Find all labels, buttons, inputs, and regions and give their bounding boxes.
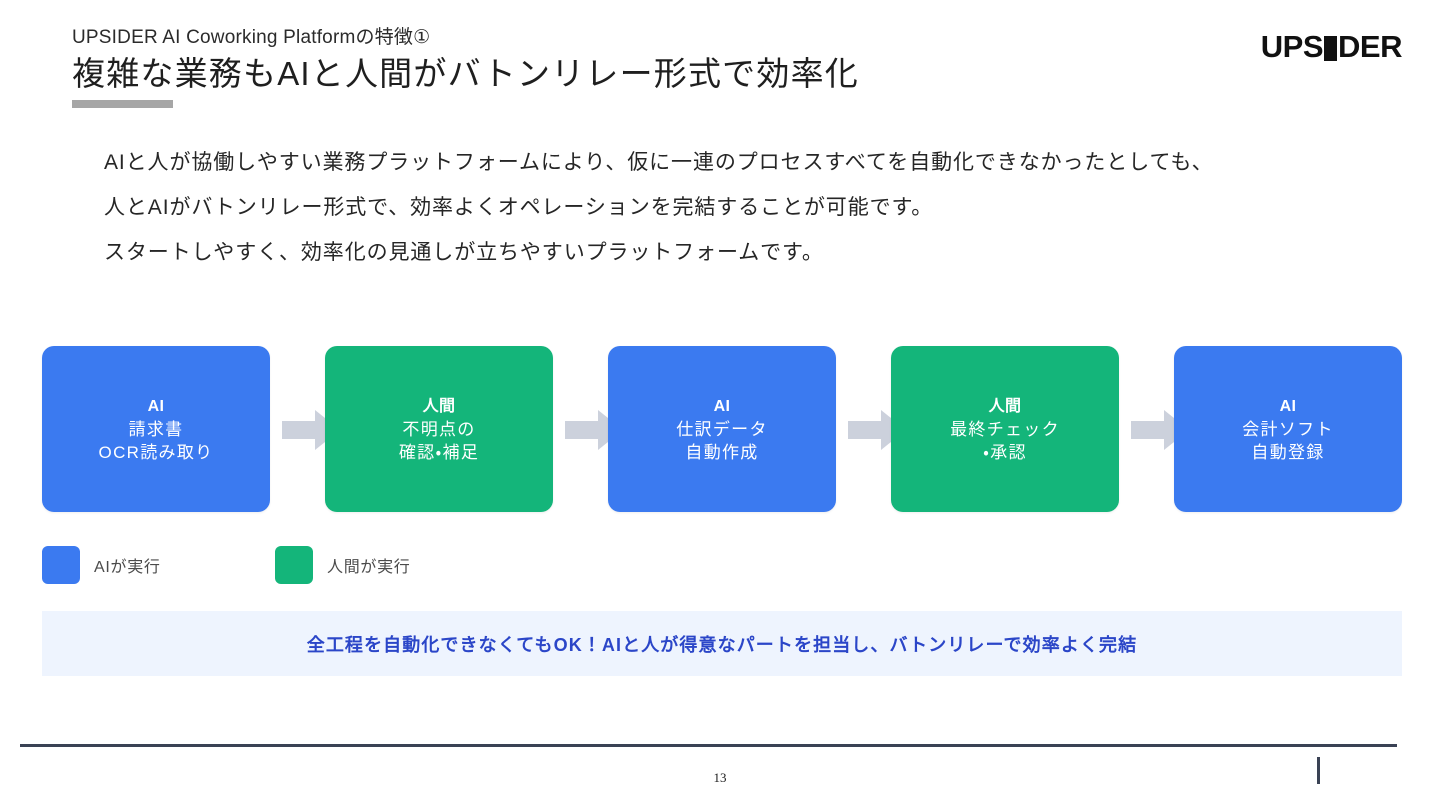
legend-swatch-ai — [42, 546, 80, 584]
legend-label-human: 人間が実行 — [327, 559, 411, 576]
flow-step-task-line: 確認・補足 — [398, 442, 480, 462]
callout-banner: 全工程を自動化できなくてもOK！AIと人が得意なパートを担当し、バトンリレーで効… — [42, 611, 1402, 676]
legend-item-ai: AIが実行 — [42, 546, 161, 584]
flow-step-task-line: ・承認 — [983, 442, 1027, 462]
flow-step-role: AI — [1279, 397, 1297, 415]
footer-tick-mark — [1317, 757, 1320, 784]
lead-line: AIと人が協働しやすい業務プラットフォームにより、仮に一連のプロセスすべてを自動… — [104, 151, 1214, 174]
process-flow-diagram: AI 請求書 OCR読み取り 人間 不明点の 確認・補足 AI 仕訳データ 自動… — [42, 346, 1402, 512]
upsider-logo: UPS DER — [1260, 29, 1403, 64]
flow-step-task-line: 自動作成 — [685, 442, 759, 462]
flow-step-3: AI 仕訳データ 自動作成 — [608, 346, 836, 512]
page-number: 13 — [713, 770, 727, 785]
flow-step-role: 人間 — [422, 397, 456, 415]
legend-item-human: 人間が実行 — [275, 546, 411, 584]
legend-label-ai: AIが実行 — [94, 559, 161, 576]
footer-divider — [20, 744, 1397, 747]
lead-paragraph: AIと人が協働しやすい業務プラットフォームにより、仮に一連のプロセスすべてを自動… — [104, 140, 1364, 275]
lead-line: スタートしやすく、効率化の見通しが立ちやすいプラットフォームです。 — [104, 241, 824, 264]
legend-swatch-human — [275, 546, 313, 584]
eyebrow-text: UPSIDER AI Coworking Platformの特徴① — [72, 27, 431, 48]
flow-step-role: AI — [147, 397, 165, 415]
flow-step-task-line: 会計ソフト — [1242, 419, 1334, 439]
page-title: 複雑な業務もAIと人間がバトンリレー形式で効率化 — [72, 55, 859, 92]
logo-text-before: UPS — [1260, 29, 1324, 64]
callout-text: 全工程を自動化できなくてもOK！AIと人が得意なパートを担当し、バトンリレーで効… — [306, 634, 1138, 655]
title-accent-bar — [72, 100, 173, 108]
flow-step-2: 人間 不明点の 確認・補足 — [325, 346, 553, 512]
lead-line: 人とAIがバトンリレー形式で、効率よくオペレーションを完結することが可能です。 — [104, 196, 934, 219]
flow-step-task-line: 自動登録 — [1251, 442, 1325, 462]
logo-text-after: DER — [1338, 29, 1402, 64]
flow-step-task-line: 請求書 — [128, 419, 184, 439]
flow-step-4: 人間 最終チェック ・承認 — [891, 346, 1119, 512]
flow-step-task-line: OCR読み取り — [98, 442, 214, 462]
flow-step-role: AI — [713, 397, 731, 415]
logo-block-i-icon — [1324, 35, 1338, 61]
slide-header: UPSIDER AI Coworking Platformの特徴① 複雑な業務も… — [72, 26, 1172, 96]
flow-step-task-line: 仕訳データ — [676, 419, 768, 439]
flow-step-1: AI 請求書 OCR読み取り — [42, 346, 270, 512]
flow-step-task-line: 不明点の — [402, 419, 476, 439]
flow-step-role: 人間 — [988, 397, 1022, 415]
flow-step-5: AI 会計ソフト 自動登録 — [1174, 346, 1402, 512]
flow-step-task-line: 最終チェック — [950, 419, 1060, 439]
